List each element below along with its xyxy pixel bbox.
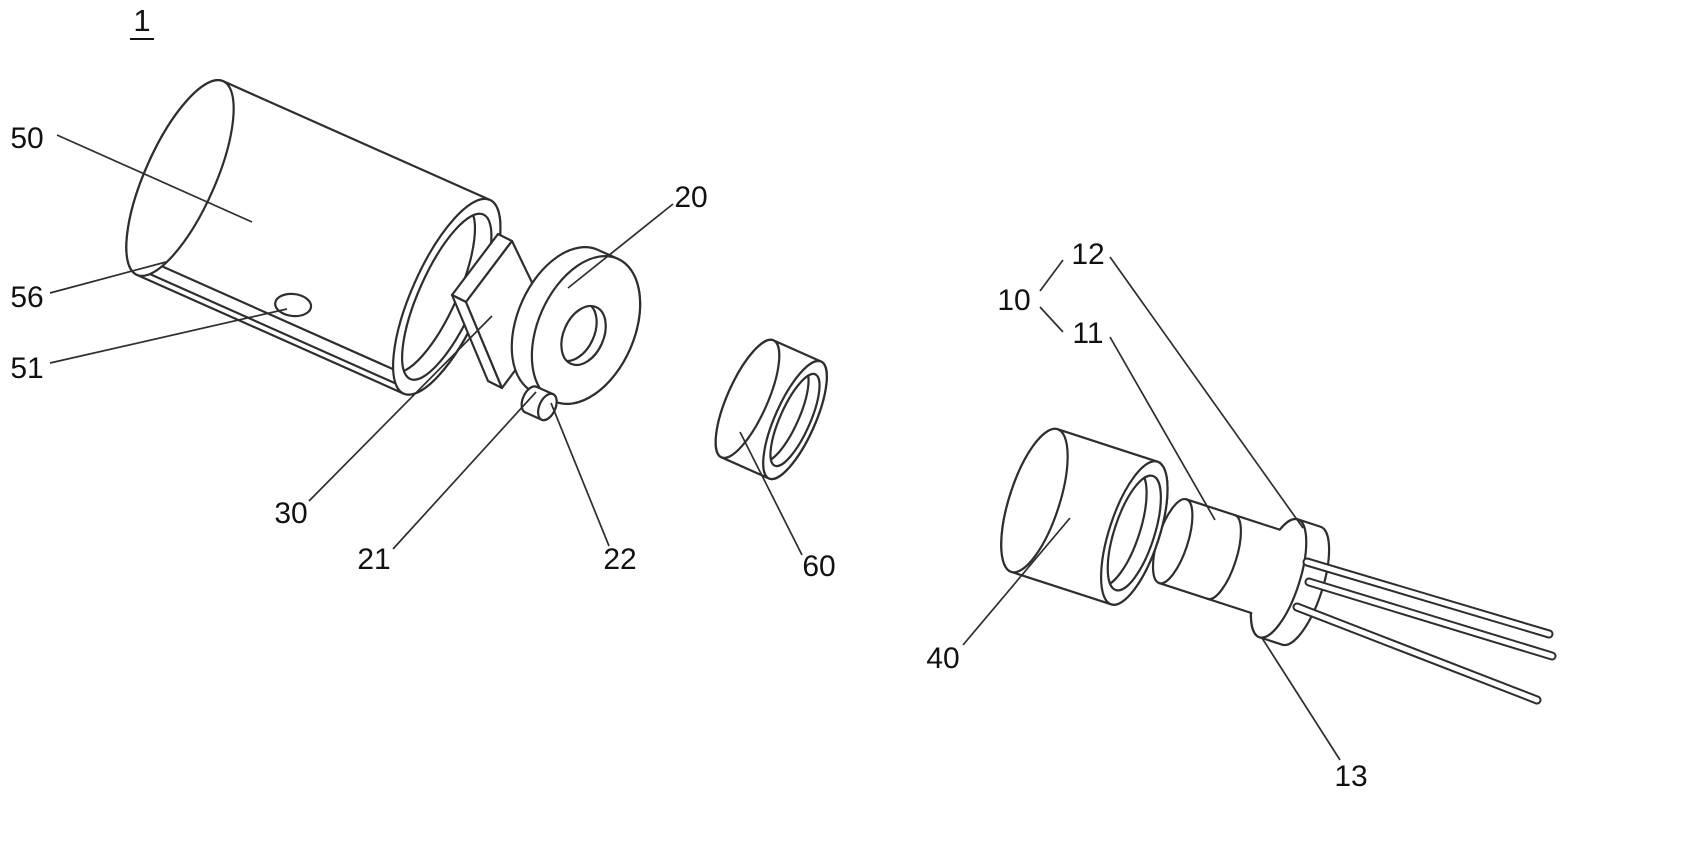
label-20: 20 bbox=[674, 181, 707, 214]
part-cap-40 bbox=[1000, 427, 1169, 606]
label-51: 51 bbox=[10, 352, 43, 385]
bracket-10-lower bbox=[1039, 306, 1064, 333]
reference-labels-layer: 1 50 56 51 30 21 22 20 60 10 12 11 40 13 bbox=[10, 3, 1367, 793]
leader-20 bbox=[567, 203, 674, 289]
sleeve-back-cap bbox=[125, 79, 235, 277]
leader-lines-layer bbox=[49, 134, 1341, 761]
leader-11 bbox=[1109, 336, 1216, 521]
leader-12 bbox=[1109, 256, 1304, 529]
label-40: 40 bbox=[926, 642, 959, 675]
label-12: 12 bbox=[1071, 238, 1104, 271]
pin-3-core bbox=[1294, 604, 1540, 703]
label-50: 50 bbox=[10, 122, 43, 155]
label-21: 21 bbox=[357, 543, 390, 576]
label-30: 30 bbox=[274, 497, 307, 530]
leader-22 bbox=[550, 402, 610, 547]
figure-ref-label: 1 bbox=[133, 3, 150, 38]
leader-60 bbox=[739, 431, 803, 556]
disc-hole bbox=[560, 304, 607, 367]
pin-cores bbox=[1294, 559, 1555, 703]
leader-51 bbox=[49, 308, 288, 364]
can-mid-seam bbox=[1206, 513, 1243, 601]
bracket-10-upper bbox=[1039, 259, 1064, 292]
leader-40 bbox=[962, 517, 1071, 646]
side-hole-51 bbox=[274, 292, 313, 318]
leader-30 bbox=[308, 315, 493, 502]
sleeve-seam-56 bbox=[161, 265, 394, 371]
can-top-tangent bbox=[1185, 498, 1281, 531]
label-60: 60 bbox=[802, 550, 835, 583]
part-lead-pins bbox=[1292, 557, 1557, 705]
part-disc-20 bbox=[510, 246, 642, 422]
leader-56 bbox=[49, 261, 167, 294]
pin-outlines bbox=[1292, 557, 1557, 705]
label-22: 22 bbox=[603, 543, 636, 576]
can-bottom-tangent bbox=[1158, 581, 1253, 615]
leader-21 bbox=[392, 391, 537, 550]
sleeve-seam-lower bbox=[149, 273, 397, 385]
part-ring-60 bbox=[714, 338, 828, 481]
part-plate-30 bbox=[450, 232, 553, 390]
label-13: 13 bbox=[1334, 760, 1367, 793]
pin-1-core bbox=[1304, 559, 1552, 637]
parts-layer bbox=[125, 79, 1557, 705]
label-11: 11 bbox=[1072, 317, 1103, 350]
label-56: 56 bbox=[10, 281, 43, 314]
leader-50 bbox=[56, 134, 253, 223]
label-10: 10 bbox=[997, 284, 1030, 317]
leader-13 bbox=[1261, 637, 1341, 761]
ring-back-rim bbox=[714, 338, 781, 459]
cap-back-face bbox=[1000, 427, 1069, 574]
part-can-11 bbox=[1151, 497, 1291, 618]
pin-2-core bbox=[1306, 579, 1555, 659]
disc-tab-21-22 bbox=[520, 385, 558, 422]
cap-bore bbox=[1106, 474, 1162, 592]
part-sleeve-50 bbox=[125, 79, 502, 396]
